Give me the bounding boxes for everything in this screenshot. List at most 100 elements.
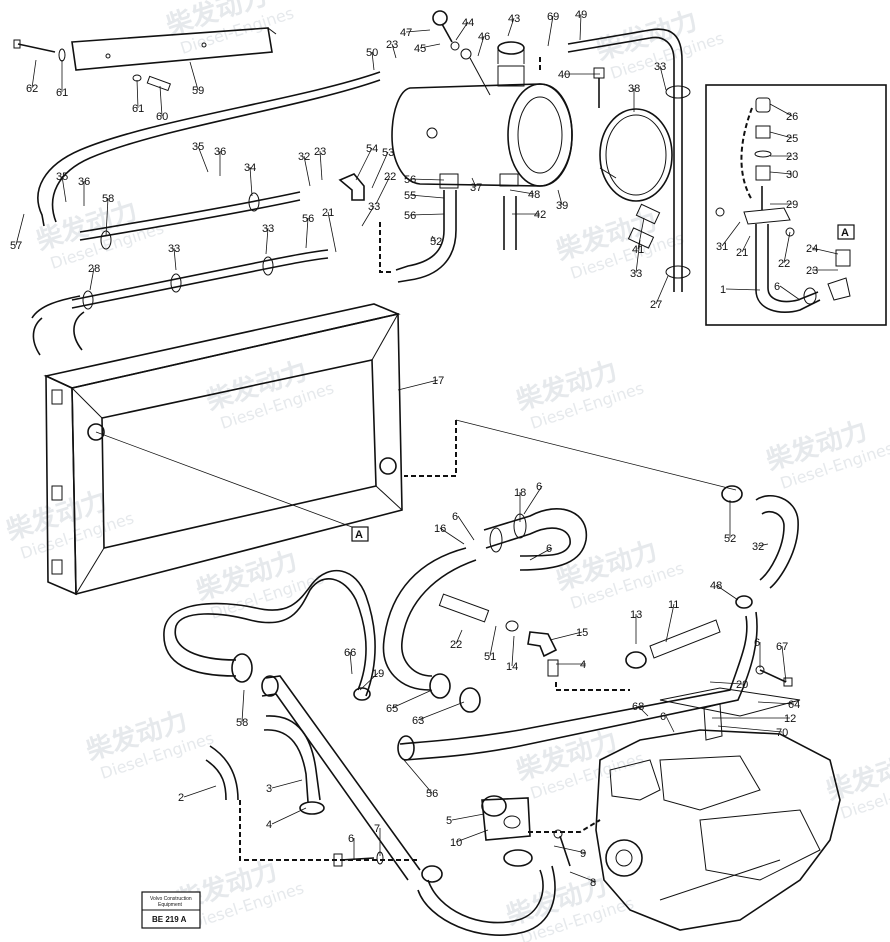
pipe-12-15 <box>397 595 758 761</box>
callout-number: 54 <box>366 143 378 155</box>
callout-number: 66 <box>344 647 356 659</box>
callout-leader <box>507 17 515 37</box>
hose-57 <box>395 190 457 283</box>
callout-number: 50 <box>366 47 378 59</box>
callout-leader <box>715 584 739 601</box>
callout-leader <box>105 197 109 237</box>
callout-number: 61 <box>56 87 68 99</box>
callout-number: 45 <box>414 43 426 55</box>
dash-link-bottom <box>239 800 420 861</box>
clip-33-right <box>665 85 691 279</box>
callout-leader <box>439 527 465 545</box>
pipe-lower-left <box>31 295 81 319</box>
callout-leader <box>271 779 303 789</box>
drain-valve-47 <box>432 10 491 96</box>
plate-code: BE 219 A <box>152 915 187 924</box>
callout-leader <box>371 151 389 189</box>
callout-leader <box>305 217 309 249</box>
callout-number: 48 <box>528 189 540 201</box>
callout-number: 12 <box>784 713 796 725</box>
dash-link-mid <box>404 420 457 477</box>
callout-leader <box>553 845 587 854</box>
callout-number: 21 <box>322 207 334 219</box>
callout-number: 62 <box>26 83 38 95</box>
callout-number: 6 <box>348 833 354 845</box>
callout-leader <box>455 21 469 41</box>
connector-2-3 <box>481 795 531 841</box>
callout-number: 11 <box>668 599 679 611</box>
callout-number: 17 <box>432 375 444 387</box>
callout-number: 2 <box>178 792 184 804</box>
hose-50-inner <box>51 79 381 223</box>
plate-line-2: Equipment <box>158 902 183 908</box>
callout-number: 35 <box>192 141 204 153</box>
callout-number: 43 <box>508 13 520 25</box>
callout-number: 26 <box>786 111 798 123</box>
callout-leader <box>665 715 675 733</box>
callout-leader <box>265 227 269 255</box>
callout-leader <box>409 178 445 181</box>
callout-leader <box>523 485 543 515</box>
callout-number: 21 <box>736 247 748 259</box>
callout-leader <box>419 43 441 49</box>
callout-number: 31 <box>716 241 728 253</box>
callout-number: 6 <box>546 543 552 555</box>
callout-number: 52 <box>724 533 736 545</box>
callout-leader <box>355 147 373 181</box>
callout-leader <box>725 288 761 291</box>
pipe-58 <box>71 249 329 301</box>
callout-number: 28 <box>88 263 100 275</box>
callout-number: 23 <box>314 146 326 158</box>
callout-leader <box>409 213 445 216</box>
callout-number: 13 <box>630 609 642 621</box>
callout-number: 6 <box>536 481 542 493</box>
callout-leader <box>769 171 793 175</box>
callout-number: 59 <box>192 85 204 97</box>
detail-ref-letter-a: A <box>355 529 363 541</box>
callout-leader <box>757 543 769 547</box>
callout-number: 38 <box>628 83 640 95</box>
callout-number: 15 <box>576 627 588 639</box>
callout-leader <box>721 221 741 247</box>
callout-leader <box>159 85 163 117</box>
callout-number: 52 <box>430 236 442 248</box>
callout-number: 22 <box>450 639 462 651</box>
callout-leader <box>511 635 515 667</box>
callout-number: 56 <box>302 213 314 225</box>
callout-number: 4 <box>580 659 586 671</box>
bolt-40 <box>593 67 605 108</box>
callout-leader <box>757 701 795 705</box>
callout-leader <box>405 29 431 33</box>
callout-number: 3 <box>266 783 272 795</box>
callout-number: 33 <box>262 223 274 235</box>
callout-leader <box>431 235 437 242</box>
callout-number: 6 <box>660 711 666 723</box>
hose-16 <box>721 485 799 589</box>
engine-block <box>595 729 841 931</box>
bolt-62 <box>13 39 56 53</box>
callout-leader <box>197 145 209 173</box>
callout-number: 27 <box>650 299 662 311</box>
callout-number: 39 <box>556 200 568 212</box>
callout-leader <box>769 131 793 139</box>
callout-number: 53 <box>382 147 394 159</box>
callout-leader <box>397 379 439 391</box>
callout-number: 41 <box>632 244 644 256</box>
callout-leader <box>417 701 465 721</box>
callout-number: 29 <box>786 199 798 211</box>
pipe-34 <box>79 191 301 233</box>
callout-number: 1 <box>720 284 726 296</box>
callout-number: 33 <box>630 268 642 280</box>
callout-number: 58 <box>102 193 114 205</box>
radiator-1 <box>43 303 403 596</box>
callout-leader <box>359 672 379 691</box>
callout-leader <box>303 155 311 187</box>
callout-number: 33 <box>168 243 180 255</box>
callout-number: 60 <box>156 111 168 123</box>
callout-leader <box>471 177 477 188</box>
callout-leader <box>327 211 337 253</box>
